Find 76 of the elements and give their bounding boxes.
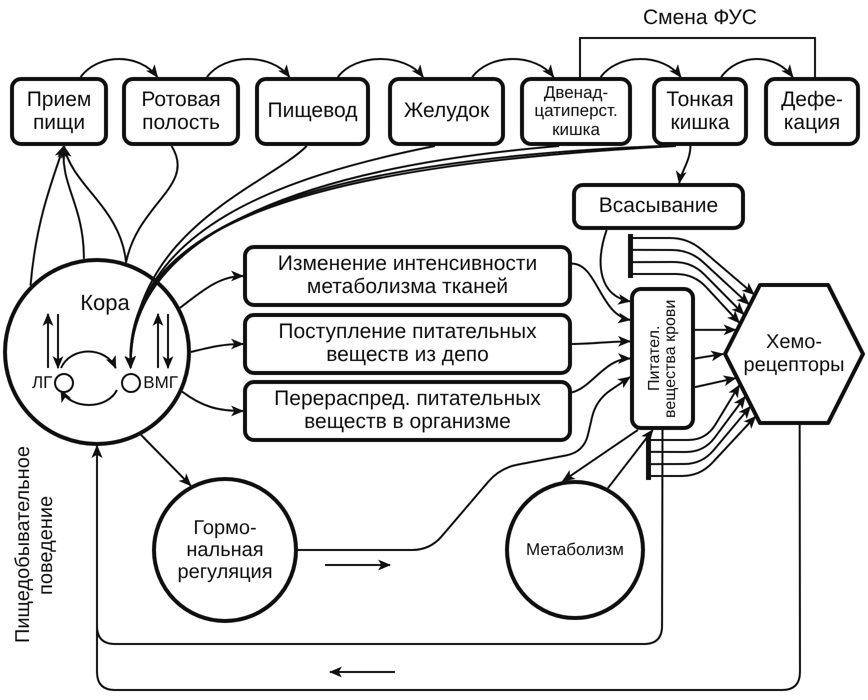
process-circle xyxy=(3,258,191,446)
arrow xyxy=(607,429,654,489)
arrow xyxy=(337,58,424,78)
comb-bar xyxy=(628,234,633,278)
arrow xyxy=(140,434,192,486)
process-box xyxy=(243,245,572,307)
arrow xyxy=(179,271,244,309)
process-box xyxy=(388,77,505,146)
node-label: Изменение интенсивности метаболизма тканей xyxy=(276,253,538,299)
arrow xyxy=(472,58,554,78)
comb-bar xyxy=(646,436,651,480)
arrow xyxy=(92,425,801,691)
process-box xyxy=(652,77,748,146)
side-label: Пищедобывательное поведение xyxy=(12,446,58,646)
arrow xyxy=(126,145,308,370)
arrow xyxy=(651,384,740,441)
arrow xyxy=(298,376,631,551)
node-label: ЛГ xyxy=(32,374,52,392)
arrow xyxy=(182,390,244,416)
node-label: Кора xyxy=(80,290,130,316)
arrow xyxy=(190,338,244,353)
arrow xyxy=(572,354,632,394)
arrow xyxy=(206,58,290,78)
node-label: Метаболизм xyxy=(526,540,624,560)
arrow xyxy=(42,312,54,368)
node-label: ВМГ xyxy=(143,374,178,392)
arrow xyxy=(572,336,632,347)
process-box xyxy=(630,287,695,430)
process-box xyxy=(255,77,370,146)
node-label: Прием пищи xyxy=(26,88,92,134)
arrow xyxy=(651,396,746,453)
node-label: Тонкая кишка xyxy=(665,88,735,134)
bracket-label: Смена ФУС xyxy=(643,6,757,30)
node-label: Перераспред. питательных веществ в организме xyxy=(273,388,542,434)
arrow xyxy=(80,58,158,78)
arrow xyxy=(52,314,64,370)
arrow xyxy=(62,144,128,263)
process-box xyxy=(243,313,572,375)
process-box xyxy=(764,77,860,146)
arrow xyxy=(633,236,755,296)
arrow xyxy=(58,144,85,259)
node-label: Двенад-цатиперст. кишка xyxy=(533,84,619,140)
process-box xyxy=(520,77,632,146)
arrow xyxy=(600,230,632,304)
node-label: Поступление питательных веществ из депо xyxy=(277,321,538,367)
arrow xyxy=(562,429,638,482)
arrow xyxy=(694,350,724,362)
process-box xyxy=(572,183,745,230)
arrow xyxy=(633,273,740,324)
arrow xyxy=(633,261,744,315)
node-label: Желудок xyxy=(404,100,490,123)
process-box xyxy=(122,77,240,146)
arrow xyxy=(695,324,737,336)
arrow xyxy=(152,312,164,368)
process-box xyxy=(243,380,572,442)
arrow xyxy=(651,406,752,466)
node-label: Хемо-рецепторы xyxy=(744,331,844,377)
arrow xyxy=(651,416,756,478)
arrow xyxy=(600,58,682,78)
arrow xyxy=(720,58,794,78)
process-box xyxy=(10,77,108,146)
connector-line xyxy=(125,146,179,263)
arrow xyxy=(572,262,632,322)
arrow xyxy=(162,314,174,370)
node-label: Ротовая полость xyxy=(140,88,222,134)
node-label: Гормо-нальная регуляция xyxy=(176,517,274,583)
arrow xyxy=(60,350,117,369)
arrow xyxy=(694,375,737,388)
node-label: Всасывание xyxy=(598,195,718,218)
arrow xyxy=(676,146,692,184)
arrow xyxy=(30,144,66,286)
node-label: Пищевод xyxy=(268,100,358,123)
arrow xyxy=(60,389,118,406)
arrow xyxy=(633,248,750,306)
node-label: Дефе-кация xyxy=(780,88,844,134)
vertical-label: Питател. вещества крови xyxy=(646,298,678,420)
